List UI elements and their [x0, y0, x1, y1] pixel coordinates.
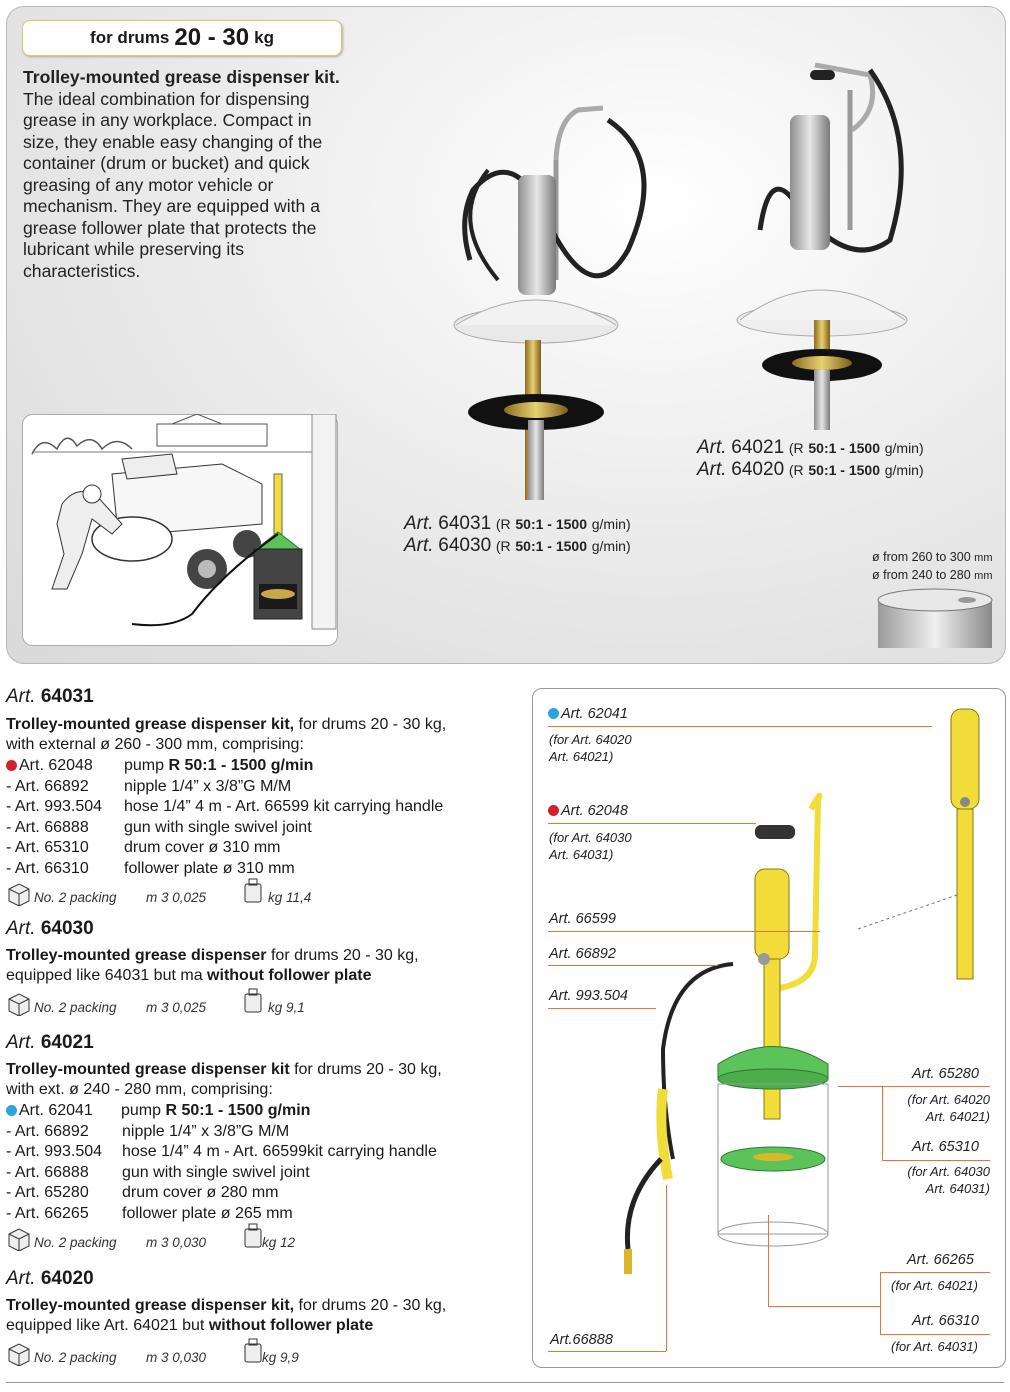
photo-label-64031: Art. 64031 (R 50:1 - 1500 g/min): [404, 513, 631, 534]
bottom-rule: [6, 1382, 1004, 1383]
callout-66265-sub: (for Art. 64021): [891, 1278, 978, 1293]
packing-row-64030: No. 2 packing m 3 0,025 kg 9,1: [6, 988, 426, 1022]
box-icon: [8, 993, 30, 1016]
leader-line: [548, 965, 718, 966]
tab-unit: kg: [254, 28, 274, 47]
intro-paragraph: Trolley-mounted grease dispenser kit. Th…: [23, 67, 343, 282]
article-desc-64021: Trolley-mounted grease dispenser kit for…: [6, 1061, 442, 1098]
blue-dot-icon: [6, 1105, 17, 1116]
callout-66310-sub: (for Art. 64031): [891, 1339, 978, 1354]
article-heading-64030: Art. 64030: [6, 918, 94, 939]
leader-line: [768, 1306, 880, 1307]
intro-text: The ideal combination for dispensing gre…: [23, 88, 323, 281]
product-photo-right: [736, 62, 908, 430]
leader-line: [882, 1160, 990, 1161]
callout-62048: Art. 62048: [548, 803, 628, 819]
callout-66599: Art. 66599: [549, 911, 616, 927]
packing-row-64031: No. 2 packing m 3 0,025 kg 11,4: [6, 878, 426, 912]
article-desc-64030: Trolley-mounted grease dispenser for dru…: [6, 947, 419, 984]
red-dot-icon: [548, 805, 559, 816]
leader-line: [882, 1086, 883, 1160]
leader-line: [880, 1334, 990, 1335]
photo-label-64020: Art. 64020 (R 50:1 - 1500 g/min): [697, 459, 924, 480]
article-desc-64031: Trolley-mounted grease dispenser kit, fo…: [6, 716, 447, 753]
callout-993504: Art. 993.504: [549, 988, 628, 1004]
leader-line: [548, 931, 820, 932]
photo-label-64030: Art. 64030 (R 50:1 - 1500 g/min): [404, 535, 631, 556]
leader-line: [666, 1185, 667, 1351]
leader-line: [548, 1351, 666, 1352]
article-desc-64020: Trolley-mounted grease dispenser kit, fo…: [6, 1297, 447, 1334]
tab-prefix: for drums: [90, 28, 170, 47]
weight-icon: [244, 1338, 262, 1363]
leader-line: [548, 823, 756, 824]
callout-66888: Art.66888: [550, 1332, 613, 1348]
product-photo-left: [453, 105, 647, 500]
box-icon: [8, 883, 30, 906]
box-icon: [8, 1343, 30, 1366]
blue-dot-icon: [548, 708, 559, 719]
packing-row-64020: No. 2 packing m 3 0,030 kg 9,9: [6, 1338, 426, 1372]
intro-bold: Trolley-mounted grease dispenser kit.: [23, 67, 340, 87]
box-icon: [8, 1228, 30, 1251]
workshop-illustration: [22, 414, 338, 646]
weight-icon: [244, 988, 262, 1013]
leader-line: [768, 1215, 769, 1306]
article-heading-64021: Art. 64021: [6, 1032, 94, 1053]
callout-65310: Art. 65310: [912, 1139, 979, 1155]
callout-66892: Art. 66892: [549, 946, 616, 962]
leader-line: [880, 1272, 990, 1273]
drum-size-tab: for drums 20 - 30 kg: [22, 20, 342, 56]
callout-66310: Art. 66310: [912, 1313, 979, 1329]
exploded-diagram: [624, 708, 980, 1274]
exploded-diagram-box: [532, 688, 1006, 1368]
drum-dim-line-2: ø from 240 to 280 mm: [872, 568, 993, 582]
red-dot-icon: [6, 760, 17, 771]
photo-label-64021: Art. 64021 (R 50:1 - 1500 g/min): [697, 437, 924, 458]
packing-row-64021: No. 2 packing m 3 0,030 kg 12: [6, 1223, 426, 1257]
leader-line: [548, 1008, 656, 1009]
drum-icon: [877, 588, 993, 648]
article-heading-64031: Art. 64031: [6, 686, 94, 707]
drum-dim-line-1: ø from 260 to 300 mm: [872, 550, 993, 564]
leader-line: [838, 1086, 990, 1087]
leader-line: [548, 726, 932, 727]
weight-icon: [244, 1223, 262, 1248]
weight-icon: [244, 878, 262, 903]
leader-line: [880, 1272, 881, 1334]
callout-66265: Art. 66265: [907, 1252, 974, 1268]
article-heading-64020: Art. 64020: [6, 1268, 94, 1289]
callout-65280: Art. 65280: [912, 1066, 979, 1082]
tab-range: 20 - 30: [174, 24, 250, 51]
callout-62041: Art. 62041: [548, 706, 628, 722]
